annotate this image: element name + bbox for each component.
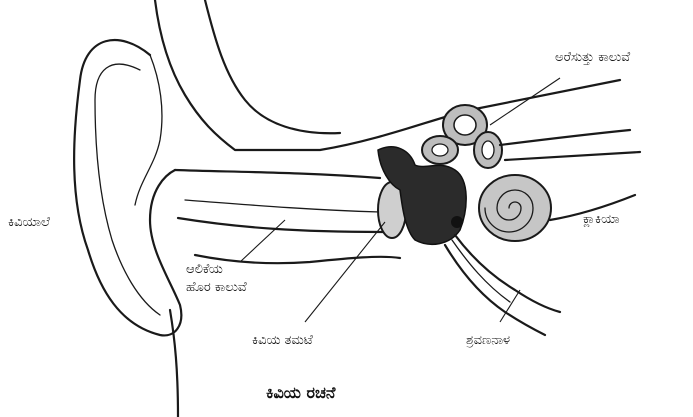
oval-window: [451, 216, 463, 228]
cochlea-shape: [479, 175, 551, 241]
ear-canal-lower: [178, 218, 385, 232]
head-outline: [155, 0, 620, 150]
label-cochlea: ಕ್ಲಾಕಿಯಾ: [583, 212, 620, 228]
label-ear-canal-line2: ಹೊರ ಕಾಲುವೆ: [186, 280, 247, 296]
pinna-helix-inner: [95, 64, 160, 315]
neck-outline: [170, 310, 178, 417]
ear-canal-inner-line: [185, 200, 380, 212]
leader-semicircular: [490, 78, 560, 125]
semicircular-canals-shape: [422, 105, 502, 168]
pinna-shape: [74, 40, 181, 335]
label-eardrum: ಕಿವಿಯ ತಮಟೆ: [252, 333, 313, 349]
leader-auditory: [500, 290, 520, 322]
head-outline-inner: [205, 0, 340, 133]
ear-canal-upper: [175, 170, 380, 178]
diagram-caption: ಕಿವಿಯ ರಚನೆ: [266, 383, 335, 403]
label-auditory-nerve: ಶ್ರವಣನಾಳ: [466, 333, 510, 349]
jaw-outline: [195, 255, 400, 263]
label-pinna: ಕಿವಿಯಾಲೆ: [8, 215, 50, 231]
leader-eardrum: [305, 222, 385, 322]
pinna-fold: [135, 55, 162, 205]
label-semicircular-canals: ಅರೆಸುತ್ತು ಕಾಲುವೆ: [555, 50, 630, 66]
label-ear-canal-line1: ಆಲಿಕೆಯ: [186, 262, 223, 278]
